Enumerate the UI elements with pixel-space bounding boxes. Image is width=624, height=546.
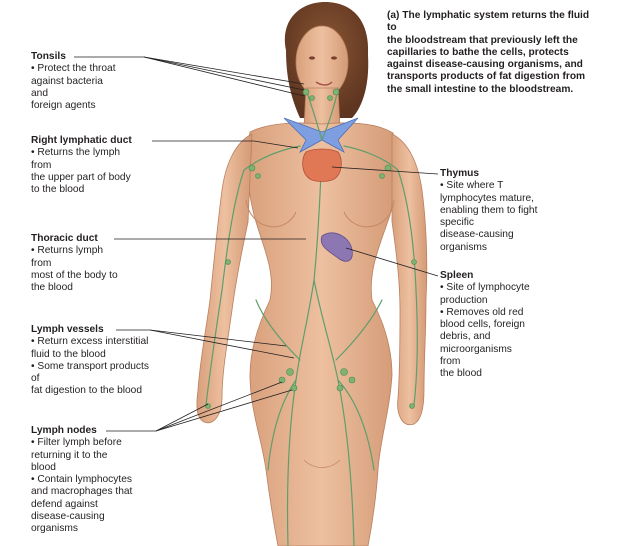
figure-caption: (a) The lymphatic system returns the flu…: [387, 10, 617, 96]
label-thoracic-duct-line: from: [31, 257, 52, 269]
label-lymph-nodes-line: and macrophages that: [31, 486, 133, 498]
leader-lines: [74, 56, 439, 432]
caption-line-2: to: [387, 22, 397, 34]
label-thymus-line: enabling them to fight: [440, 204, 538, 216]
label-thoracic-duct-line: the blood: [31, 282, 73, 294]
label-spleen-line: blood cells, foreign: [440, 319, 525, 331]
label-lymph-nodes-line: defend against: [31, 498, 98, 510]
caption-line-5: against disease-causing organisms, and: [387, 59, 583, 71]
label-lymph-nodes-line: blood: [31, 461, 56, 473]
label-right-lymphatic-duct-title: Right lymphatic duct: [31, 135, 132, 146]
label-tonsils-line: • Protect the throat: [31, 63, 116, 75]
label-tonsils: Tonsils • Protect the throat against bac…: [31, 51, 171, 112]
label-lymph-vessels-line: • Return excess interstitial: [31, 336, 149, 348]
label-right-lymphatic-duct-line: the upper part of body: [31, 171, 131, 183]
label-lymph-nodes-line: organisms: [31, 523, 78, 535]
label-tonsils-line: and: [31, 87, 48, 99]
label-spleen-line: from: [440, 356, 461, 368]
label-thoracic-duct-line: most of the body to: [31, 269, 118, 281]
label-spleen: Spleen • Site of lymphocyte production •…: [440, 270, 580, 381]
lymph-nodes-clusters: [205, 88, 417, 409]
label-lymph-nodes-line: disease-causing: [31, 511, 105, 523]
label-right-lymphatic-duct-line: from: [31, 159, 52, 171]
face: [309, 56, 337, 86]
label-thymus-line: organisms: [440, 241, 487, 253]
label-spleen-line: debris, and: [440, 331, 491, 343]
label-lymph-nodes-line: • Contain lymphocytes: [31, 474, 132, 486]
caption-line-1: The lymphatic system returns the fluid: [402, 10, 590, 21]
label-thymus-line: • Site where T: [440, 180, 504, 192]
label-thoracic-duct-title: Thoracic duct: [31, 233, 98, 244]
label-thymus: Thymus • Site where T lymphocytes mature…: [440, 168, 580, 254]
label-spleen-line: production: [440, 294, 488, 306]
caption-line-7: the small intestine to the bloodstream.: [387, 83, 574, 95]
label-thymus-line: disease-causing: [440, 229, 514, 241]
label-tonsils-line: against bacteria: [31, 75, 103, 87]
label-lymph-nodes: Lymph nodes • Filter lymph before return…: [31, 425, 171, 536]
label-lymph-vessels: Lymph vessels • Return excess interstiti…: [31, 324, 181, 398]
caption-line-3: the bloodstream that previously left the: [387, 34, 578, 46]
label-thymus-title: Thymus: [440, 168, 480, 179]
label-lymph-nodes-title: Lymph nodes: [31, 425, 97, 436]
label-spleen-line: the blood: [440, 368, 482, 380]
label-lymph-vessels-line: • Some transport products: [31, 360, 149, 372]
label-tonsils-title: Tonsils: [31, 51, 66, 62]
label-lymph-vessels-line: fluid to the blood: [31, 348, 106, 360]
thymus-organ: [302, 148, 342, 182]
spleen-organ: [320, 232, 353, 262]
label-lymph-nodes-line: • Filter lymph before: [31, 437, 122, 449]
label-lymph-vessels-line: fat digestion to the blood: [31, 385, 143, 397]
label-lymph-nodes-line: returning it to the: [31, 449, 108, 461]
caption-part: (a): [387, 10, 400, 21]
label-spleen-line: microorganisms: [440, 343, 512, 355]
label-tonsils-line: foreign agents: [31, 100, 96, 112]
caption-line-4: capillaries to bathe the cells, protects: [387, 46, 569, 58]
label-right-lymphatic-duct: Right lymphatic duct • Returns the lymph…: [31, 135, 171, 196]
label-spleen-line: • Site of lymphocyte: [440, 282, 530, 294]
label-thoracic-duct-line: • Returns lymph: [31, 245, 104, 257]
label-right-lymphatic-duct-line: to the blood: [31, 184, 85, 196]
label-spleen-line: • Removes old red: [440, 306, 524, 318]
torso-shading: [245, 199, 395, 468]
label-right-lymphatic-duct-line: • Returns the lymph: [31, 147, 121, 159]
label-lymph-vessels-line: of: [31, 373, 40, 385]
label-thoracic-duct: Thoracic duct • Returns lymph from most …: [31, 233, 171, 294]
label-thymus-line: lymphocytes mature,: [440, 192, 534, 204]
caption-line-6: transports products of fat digestion fro…: [387, 71, 586, 83]
body-silhouette: [196, 25, 428, 546]
lymph-vessels-network: [205, 87, 418, 546]
label-lymph-vessels-title: Lymph vessels: [31, 324, 104, 335]
label-spleen-title: Spleen: [440, 270, 474, 281]
label-thymus-line: specific: [440, 217, 474, 229]
